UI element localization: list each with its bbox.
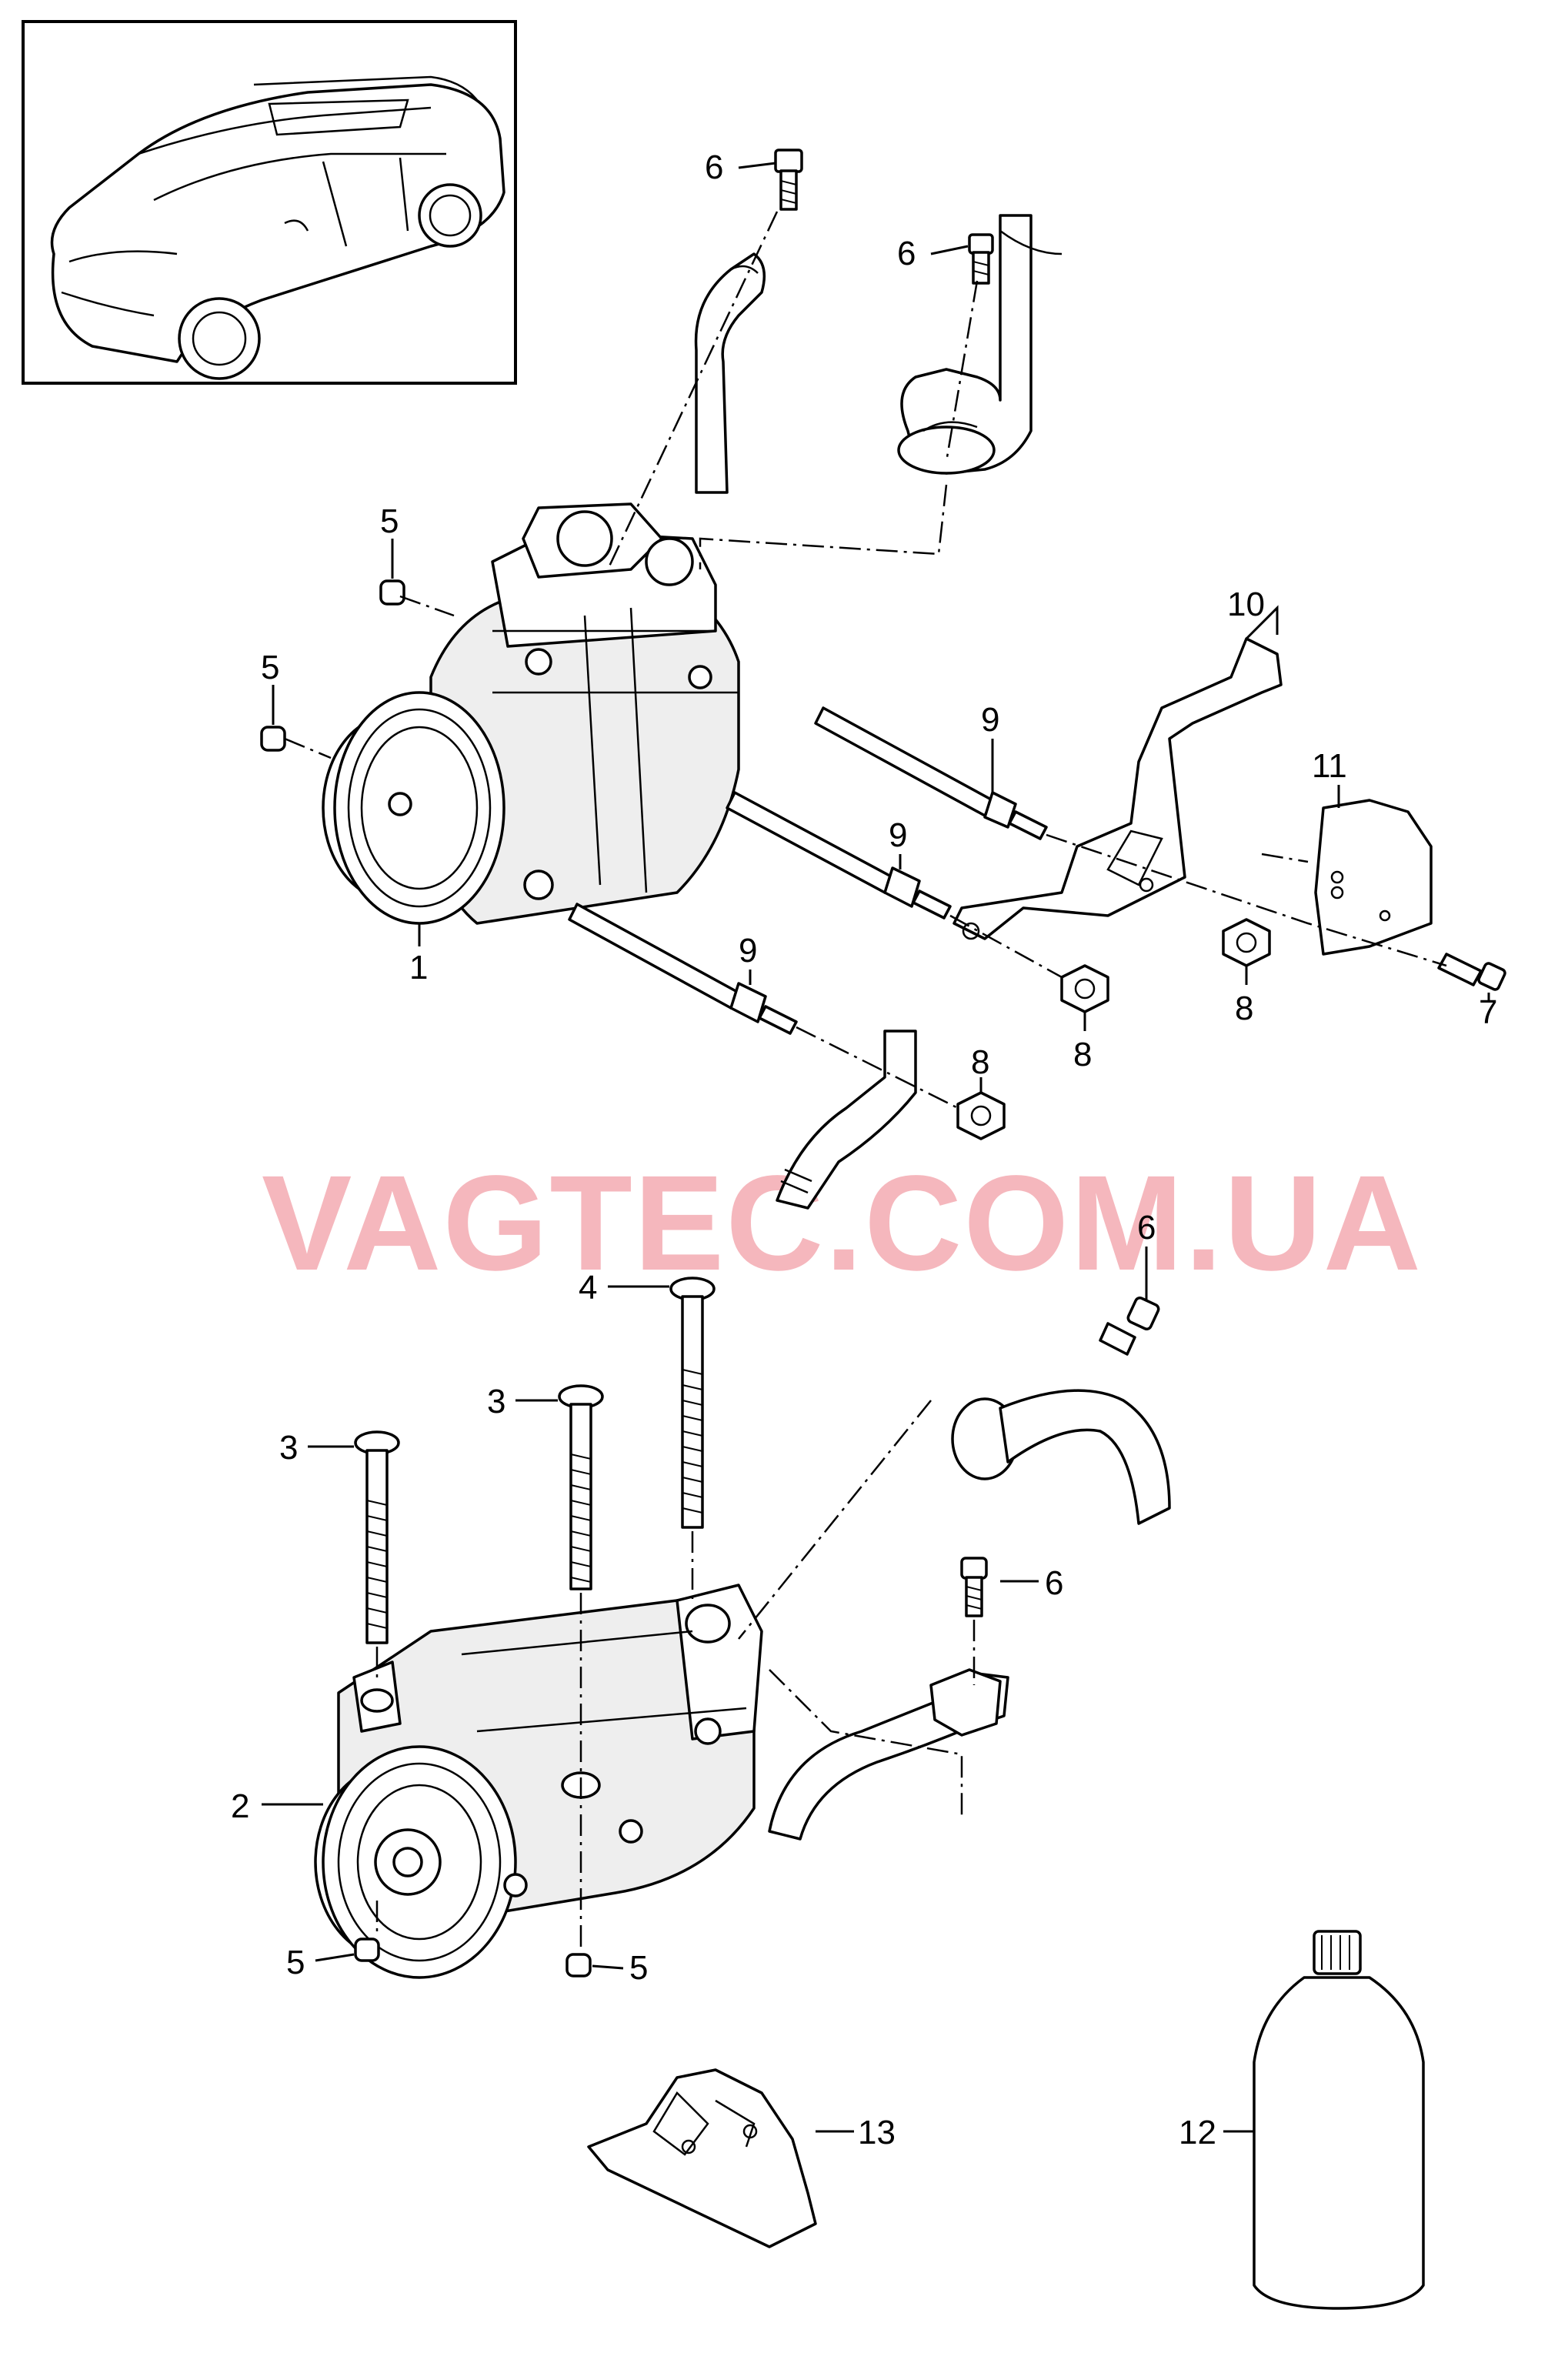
callout-labels: 6 6 5 5 1 10 9 9 9 11 8 8 8 7 6 4 3 3 6 …	[231, 149, 1497, 2151]
bolt-3-left	[354, 1430, 400, 1644]
cover-11	[1314, 799, 1433, 956]
callout-4: 4	[579, 1269, 597, 1307]
sleeve-5-upper-a	[379, 579, 405, 606]
bracket-13	[587, 2068, 817, 2248]
ac-compressor-2	[314, 1584, 763, 1979]
sleeve-5-upper-b	[260, 726, 286, 752]
callout-10: 10	[1227, 586, 1265, 623]
refrigerant-line-lower-right	[951, 1389, 1171, 1525]
stud-9-b	[726, 791, 952, 920]
nut-8-b	[1060, 964, 1109, 1013]
refrigerant-line-upper-right	[897, 214, 1063, 475]
callout-6-top-left: 6	[705, 149, 723, 186]
callout-8-a: 8	[1235, 990, 1253, 1027]
callout-8-c: 8	[971, 1043, 989, 1081]
leader-lines	[262, 162, 1490, 2133]
callout-5-upper-b: 5	[261, 649, 279, 686]
callout-9-a: 9	[981, 701, 999, 739]
callout-9-b: 9	[889, 816, 907, 854]
callout-2: 2	[231, 1787, 249, 1825]
bracket-10	[952, 637, 1283, 940]
sleeve-5-lower-left	[354, 1937, 380, 1962]
callout-8-b: 8	[1073, 1036, 1092, 1073]
sleeve-5-lower-right	[565, 1953, 592, 1978]
callout-13: 13	[858, 2114, 896, 2151]
refrigerant-line-upper-left	[694, 252, 766, 494]
callout-5-upper-a: 5	[380, 502, 399, 540]
callout-3-middle: 3	[487, 1383, 505, 1420]
callout-9-c: 9	[739, 932, 757, 970]
stud-9-a	[814, 706, 1048, 840]
nut-8-c	[956, 1091, 1006, 1140]
assembly-lines	[284, 211, 1447, 1951]
bolt-6-top-left	[774, 149, 803, 211]
refrigerant-line-mid	[776, 1030, 917, 1210]
callout-5-lower-left: 5	[286, 1944, 305, 1981]
stud-9-c	[568, 903, 798, 1035]
ac-compressor-1	[322, 502, 740, 925]
refrigerant-line-lower-left	[768, 1668, 1009, 1841]
bolt-4	[669, 1277, 716, 1529]
callout-11: 11	[1312, 747, 1347, 785]
callout-5-lower-right: 5	[629, 1949, 648, 1987]
bolt-7	[1437, 953, 1506, 991]
callout-1: 1	[409, 949, 428, 986]
bolt-3-middle	[558, 1384, 604, 1590]
bolt-6-top-right	[968, 233, 994, 285]
bolt-6-mid	[1099, 1297, 1160, 1356]
oil-bottle-12	[1253, 1930, 1425, 2310]
nut-8-a	[1222, 918, 1271, 967]
callout-6-top-right: 6	[897, 235, 916, 272]
callout-3-left: 3	[279, 1429, 298, 1467]
watermark-text: VAGTEC.COM.UA	[262, 1148, 1423, 1299]
callout-7: 7	[1479, 993, 1497, 1031]
callout-6-mid: 6	[1137, 1209, 1156, 1247]
callout-12: 12	[1179, 2114, 1216, 2151]
vehicle-thumbnail	[22, 20, 517, 385]
callout-6-lower: 6	[1045, 1564, 1063, 1602]
bolt-6-lower	[960, 1557, 988, 1617]
